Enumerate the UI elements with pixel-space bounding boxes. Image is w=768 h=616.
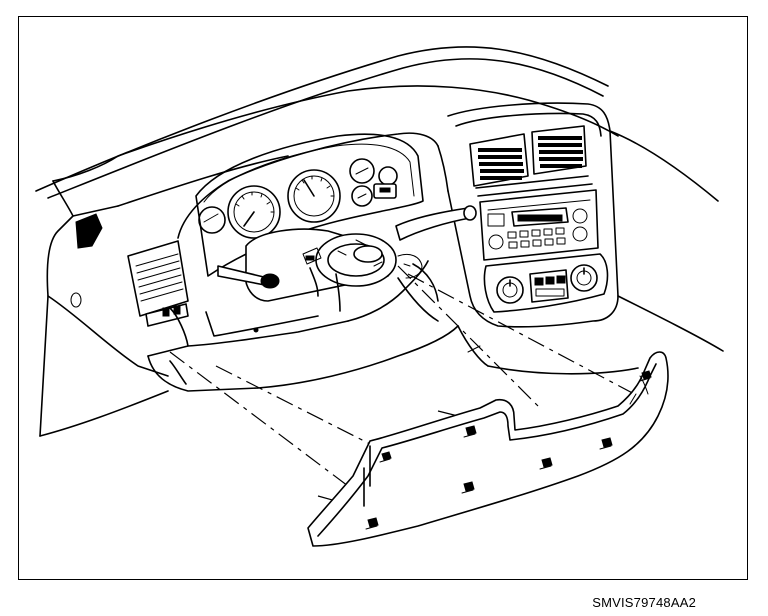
climate-control-knobs-icon bbox=[483, 253, 609, 313]
retaining-clip-icon bbox=[539, 457, 553, 470]
retaining-clip-icon bbox=[599, 437, 613, 450]
retaining-clip-icon bbox=[461, 481, 475, 494]
instrument-panel-dashboard-icon bbox=[35, 46, 724, 437]
lower-trim-panel-icon bbox=[307, 351, 669, 547]
figure-reference-code: SMVIS79748AA2 bbox=[592, 595, 696, 610]
retaining-clip-icon bbox=[639, 370, 652, 382]
retaining-clip-icon bbox=[463, 425, 477, 438]
knee-bolster-opening-icon bbox=[147, 260, 639, 392]
center-console-radio-icon bbox=[479, 189, 599, 261]
steering-column-icon bbox=[217, 205, 477, 312]
retaining-clip-icon bbox=[379, 451, 392, 463]
center-air-vents-icon bbox=[469, 125, 593, 197]
retaining-clip-icon bbox=[365, 517, 379, 530]
left-air-vent-icon bbox=[127, 240, 189, 327]
dashboard-illustration bbox=[18, 16, 748, 580]
